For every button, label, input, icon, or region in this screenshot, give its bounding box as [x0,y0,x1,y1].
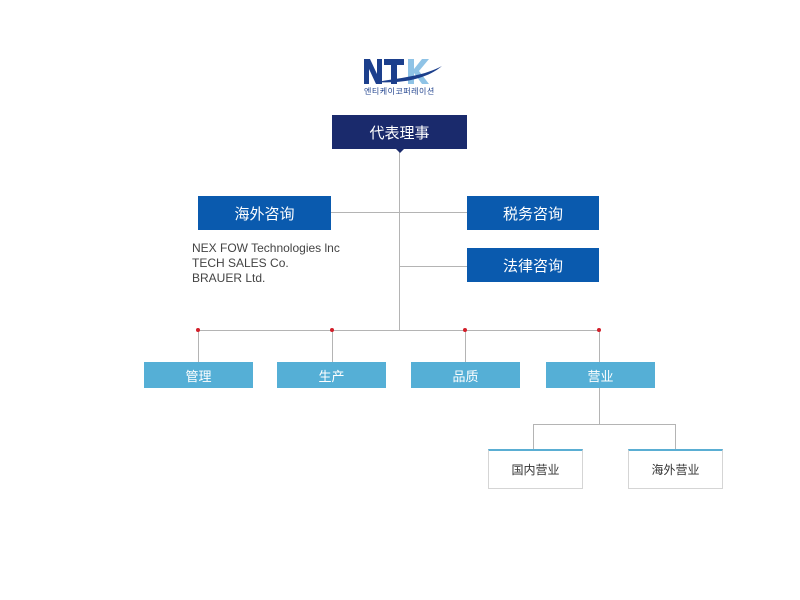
drop-line-production [332,330,333,362]
drop-line-overseas-sales [675,424,676,449]
logo-tagline: 엔티케이코퍼레이션 [364,87,435,96]
tax-consulting-box: 税务咨询 [467,196,599,230]
dept-production-box: 生产 [277,362,386,388]
ntk-logo: 엔티케이코퍼레이션 [362,56,444,100]
node-dot [597,328,601,332]
trunk-line [399,149,400,330]
domestic-sales-box: 国内营业 [488,449,583,489]
node-dot [196,328,200,332]
partner-item: BRAUER Ltd. [192,271,266,285]
sales-sub-bus-line [533,424,676,425]
department-bus-line [198,330,600,331]
connector-tax [399,212,467,213]
overseas-consulting-box: 海外咨询 [198,196,331,230]
overseas-sales-box: 海外营业 [628,449,723,489]
overseas-partner-list: NEX FOW Technologies lnc TECH SALES Co. … [192,241,340,286]
ceo-pointer-icon [395,148,405,153]
sales-trunk-line [599,387,600,424]
partner-item: NEX FOW Technologies lnc [192,241,340,255]
dept-sales-box: 营业 [546,362,655,388]
drop-line-quality [465,330,466,362]
ceo-box: 代表理事 [332,115,467,149]
connector-overseas [331,212,400,213]
partner-item: TECH SALES Co. [192,256,289,270]
ntk-logo-mark [364,59,442,84]
dept-quality-box: 品质 [411,362,520,388]
node-dot [330,328,334,332]
connector-legal [399,266,467,267]
drop-line-management [198,330,199,362]
node-dot [463,328,467,332]
dept-management-box: 管理 [144,362,253,388]
legal-consulting-box: 法律咨询 [467,248,599,282]
drop-line-domestic-sales [533,424,534,449]
drop-line-sales [599,330,600,362]
